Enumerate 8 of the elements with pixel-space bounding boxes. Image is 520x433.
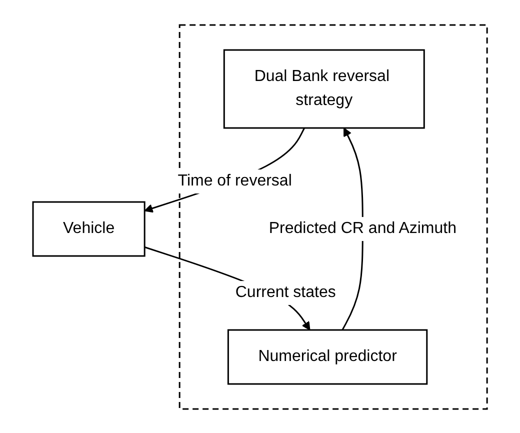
edge-label: Predicted CR and Azimuth xyxy=(268,219,456,236)
arrow xyxy=(342,127,364,330)
edge-label: Current states xyxy=(235,283,336,300)
edge-label: Time of reversal xyxy=(178,172,292,190)
arrow xyxy=(144,127,305,212)
node-box: Numerical predictor xyxy=(227,328,428,384)
node-box: Vehicle xyxy=(32,200,146,256)
node-box: Dual Bank reversal strategy xyxy=(223,48,425,128)
